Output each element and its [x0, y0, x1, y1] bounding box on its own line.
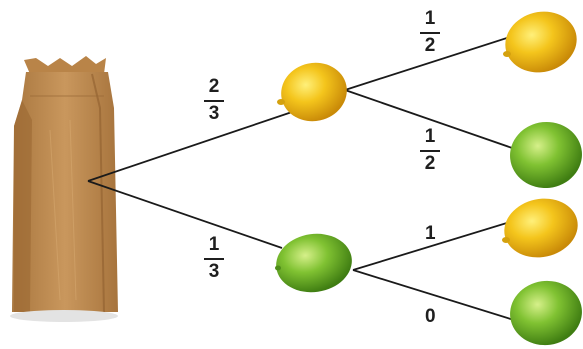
yellow-lemon-icon [499, 4, 583, 80]
numerator: 1 [425, 126, 436, 148]
probability-green-then-green: 0 [425, 306, 436, 328]
fraction-bar [204, 100, 224, 102]
denominator: 3 [209, 261, 220, 283]
green-lime-icon [272, 229, 355, 297]
green-lime-icon [507, 118, 583, 191]
probability-yellow-then-yellow: 1 2 [420, 8, 440, 57]
probability-green-then-yellow: 1 [425, 223, 436, 245]
yellow-lemon-icon [276, 57, 353, 127]
probability-yellow-then-green: 1 2 [420, 126, 440, 175]
denominator: 2 [425, 35, 436, 57]
numerator: 1 [425, 8, 436, 30]
branch-bag-to-yellow [88, 112, 292, 181]
denominator: 2 [425, 153, 436, 175]
probability-yellow-first: 2 3 [204, 76, 224, 125]
branch-bag-to-green [88, 181, 282, 248]
probability-green-first: 1 3 [204, 234, 224, 283]
green-lime-icon [506, 276, 583, 349]
numerator: 1 [209, 234, 220, 256]
fraction-bar [204, 258, 224, 260]
fraction-bar [420, 32, 440, 34]
fraction-bar [420, 150, 440, 152]
yellow-lemon-icon [499, 192, 583, 264]
paper-bag-icon [10, 56, 118, 322]
denominator: 3 [209, 103, 220, 125]
numerator: 2 [209, 76, 220, 98]
